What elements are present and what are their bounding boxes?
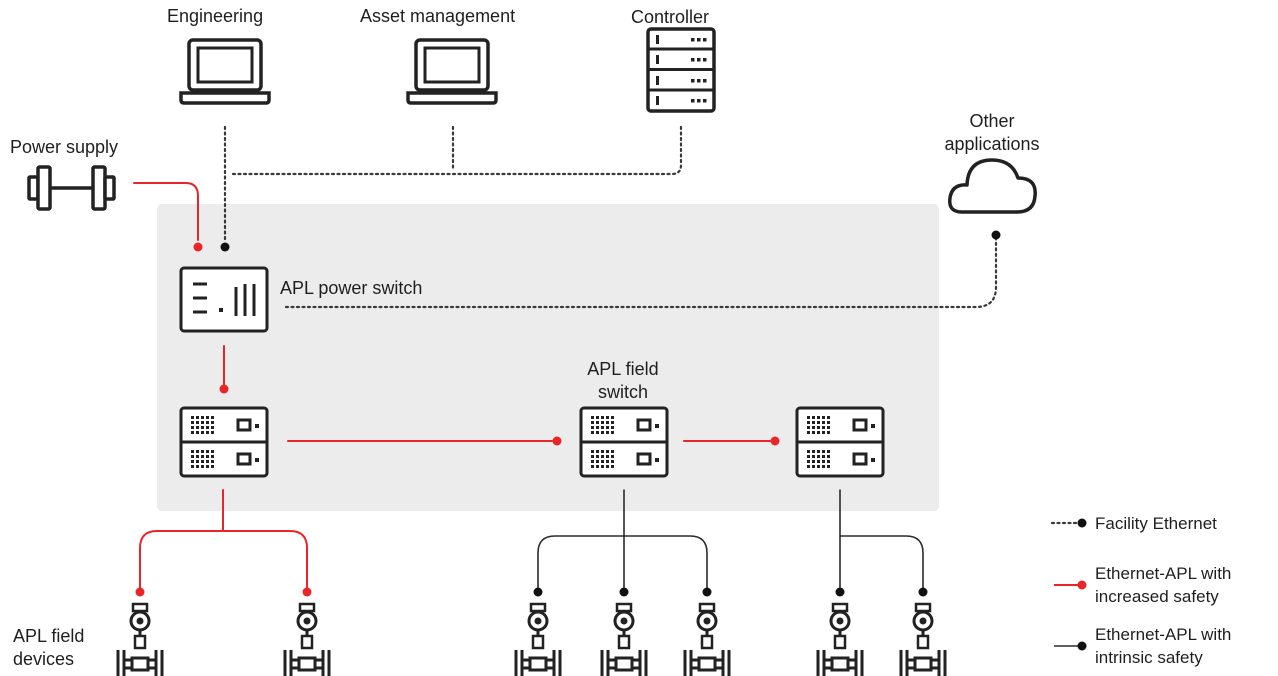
apl-power-switch-label: APL power switch bbox=[280, 278, 423, 298]
apl-power-switch-icon bbox=[179, 266, 269, 333]
legend-intrinsic-safety-line1: Ethernet-APL with bbox=[1095, 625, 1232, 644]
field-device-3-flowmeter-icon bbox=[514, 602, 562, 676]
field-device-6-flowmeter-icon bbox=[816, 602, 864, 676]
legend-increased-safety-line2: increased safety bbox=[1095, 587, 1219, 606]
power-supply-dumbbell-icon bbox=[27, 165, 116, 211]
field-switch-2-icon bbox=[579, 406, 669, 478]
dot-facility-power-switch bbox=[220, 242, 230, 252]
field-device-1-flowmeter-icon bbox=[116, 602, 164, 676]
legend-increased-safety-icon bbox=[1054, 580, 1087, 590]
other-applications-label: Other applications bbox=[922, 110, 1062, 156]
legend-intrinsic-safety-label: Ethernet-APL with intrinsic safety bbox=[1095, 623, 1231, 669]
increased-safety-dots bbox=[135, 242, 780, 597]
intrinsic-safety-dots bbox=[533, 587, 928, 597]
field-switch-3-icon bbox=[795, 406, 885, 478]
controller-server-rack-icon bbox=[646, 27, 716, 113]
engineering-laptop-icon bbox=[179, 38, 271, 105]
other-applications-label-line1: Other bbox=[969, 111, 1015, 131]
field-device-2-flowmeter-icon bbox=[283, 602, 331, 676]
engineering-label: Engineering bbox=[167, 6, 264, 26]
controller-label: Controller bbox=[631, 7, 710, 27]
legend-facility-ethernet-icon bbox=[1050, 518, 1087, 528]
facility-ethernet-lines bbox=[223, 125, 998, 309]
apl-field-devices-label-line1: APL field bbox=[13, 626, 85, 646]
apl-field-switch-label: APL field switch bbox=[564, 358, 682, 404]
other-applications-label-line2: applications bbox=[944, 134, 1040, 154]
legend-intrinsic-safety-icon bbox=[1054, 641, 1087, 651]
apl-field-devices-label-line2: devices bbox=[13, 649, 75, 669]
asset-management-laptop-icon bbox=[406, 38, 498, 105]
legend-increased-safety-line1: Ethernet-APL with bbox=[1095, 564, 1232, 583]
apl-field-devices-label: APL field devices bbox=[13, 625, 84, 671]
field-switch-1-icon bbox=[179, 406, 269, 478]
power-supply-label: Power supply bbox=[10, 137, 119, 157]
apl-field-switch-label-line1: APL field bbox=[587, 359, 659, 379]
apl-zone-panel bbox=[157, 204, 939, 511]
increased-safety-lines bbox=[133, 182, 771, 589]
field-device-4-flowmeter-icon bbox=[600, 602, 648, 676]
legend-intrinsic-safety-line2: intrinsic safety bbox=[1095, 648, 1203, 667]
apl-field-switch-label-line2: switch bbox=[597, 382, 648, 402]
field-device-5-flowmeter-icon bbox=[683, 602, 731, 676]
dot-facility-cloud bbox=[991, 230, 1001, 240]
cloud-icon bbox=[948, 158, 1037, 214]
intrinsic-safety-lines bbox=[537, 489, 924, 591]
asset-management-label: Asset management bbox=[360, 6, 516, 26]
legend-increased-safety-label: Ethernet-APL with increased safety bbox=[1095, 562, 1231, 608]
field-device-7-flowmeter-icon bbox=[899, 602, 947, 676]
legend-facility-ethernet-label: Facility Ethernet bbox=[1095, 514, 1217, 533]
